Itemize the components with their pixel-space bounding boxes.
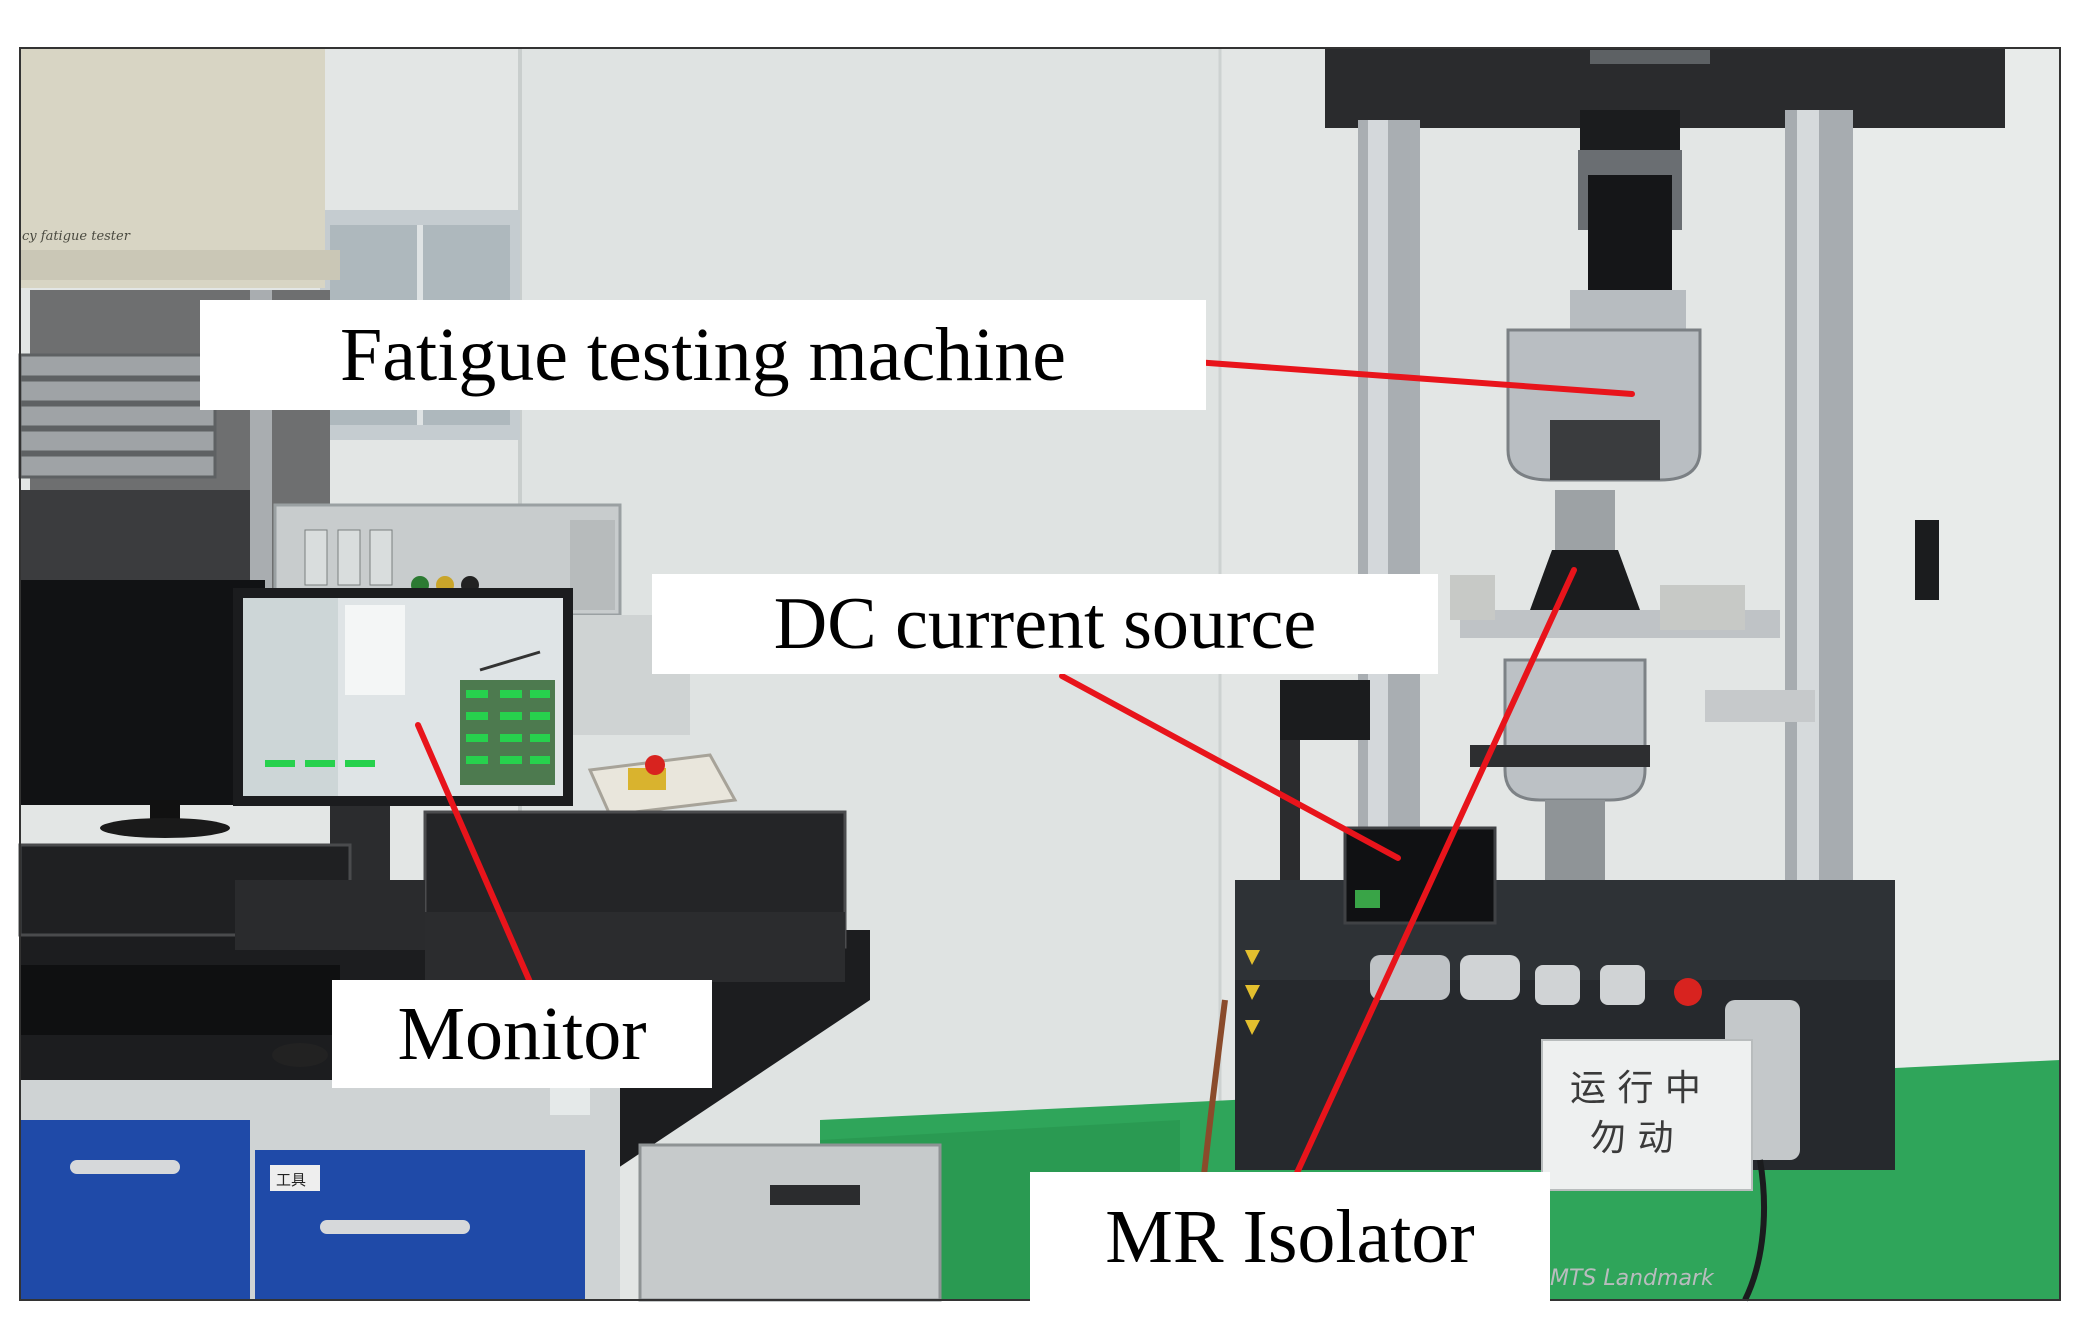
svg-text:勿 动: 勿 动 (1590, 1118, 1673, 1159)
leader-line-fatigue (1192, 359, 1635, 397)
leader-line-mr (1293, 567, 1577, 1178)
leader-lines (415, 359, 1635, 1178)
load-frame: MTS Landmark 运 行 中 勿 动 (1192, 48, 2005, 1302)
photo-frame: cy fatigue tester (18, 47, 2061, 1302)
label-dc-current-source: DC current source (652, 574, 1438, 674)
side-monitor (20, 580, 265, 838)
label-fatigue-testing-machine: Fatigue testing machine (200, 300, 1206, 410)
emergency-stop-box (587, 753, 738, 817)
keyboard (20, 965, 340, 1035)
svg-text:运 行 中: 运 行 中 (1570, 1068, 1701, 1109)
label-mr-isolator: MR Isolator (1030, 1172, 1550, 1302)
blue-drawer-left (20, 1120, 250, 1300)
leader-line-dc (1059, 673, 1401, 861)
label-monitor: Monitor (332, 980, 712, 1088)
base-brand: MTS Landmark (1550, 1266, 1715, 1291)
mr-isolator (1530, 550, 1640, 610)
leader-line-monitor (415, 722, 533, 985)
main-monitor (233, 588, 573, 898)
drawer-tag: 工具 (276, 1171, 306, 1189)
tester-nameplate: cy fatigue tester (22, 229, 131, 244)
warning-sign: 运 行 中 勿 动 (1541, 1039, 1753, 1191)
